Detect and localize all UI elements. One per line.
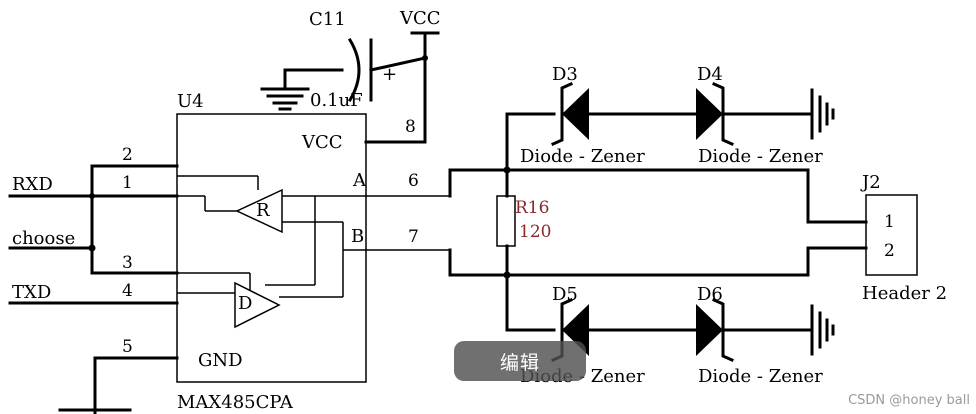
vcc-label: VCC: [399, 8, 441, 29]
pin-7: 7: [408, 227, 419, 247]
connector-name: Header 2: [862, 283, 947, 304]
ic-ref: U4: [177, 91, 204, 112]
signal-rxd: RXD: [12, 174, 53, 195]
bus-wiring: [448, 166, 868, 279]
ic-u4: U4 MAX485CPA VCC GND A B R D: [176, 91, 450, 413]
ground-symbol-bottom: [810, 304, 835, 356]
signal-txd: TXD: [12, 282, 51, 303]
diode-d4-ref: D4: [697, 64, 723, 85]
edit-button[interactable]: 编辑: [454, 341, 586, 381]
capacitor-ref: C11: [309, 9, 346, 30]
diode-d4-type: Diode - Zener: [698, 146, 823, 167]
diode-d6: D6 Diode - Zener: [696, 284, 823, 387]
pin-6: 6: [408, 171, 419, 191]
receiver-label: R: [256, 200, 270, 221]
connector-ref: J2: [860, 172, 881, 193]
connector-pin-2: 2: [884, 241, 895, 261]
connector-j2: J2 1 2 Header 2: [860, 172, 947, 304]
signal-choose: choose: [12, 228, 75, 249]
watermark-text: CSDN @honey ball: [848, 393, 970, 408]
resistor-ref: R16: [515, 198, 549, 218]
vcc-power-symbol: VCC: [364, 8, 441, 144]
diode-d3-ref: D3: [552, 64, 578, 85]
resistor-value: 120: [519, 222, 551, 242]
diode-d3: D3 Diode - Zener: [505, 64, 698, 167]
diode-d6-ref: D6: [697, 284, 723, 305]
capacitor-polarity: +: [382, 64, 397, 85]
left-wiring: RXD choose TXD 2 1 3 4 5 8 6 7: [8, 117, 419, 414]
pin-4: 4: [122, 281, 133, 301]
diode-d6-type: Diode - Zener: [698, 366, 823, 387]
capacitor-value: 0.1uF: [310, 90, 363, 111]
diode-d3-type: Diode - Zener: [520, 146, 645, 167]
capacitor-c11: C11 0.1uF +: [283, 9, 427, 111]
ic-pin-vcc: VCC: [301, 132, 343, 153]
ic-pin-b: B: [351, 226, 364, 247]
pin-5: 5: [122, 337, 133, 357]
pin-2: 2: [122, 145, 133, 165]
ground-symbol-cap: [260, 87, 310, 111]
ic-pin-gnd: GND: [198, 350, 243, 371]
pin-3: 3: [122, 253, 133, 273]
resistor-r16: R16 120: [496, 112, 551, 332]
ground-symbol-top: [810, 88, 835, 140]
connector-pin-1: 1: [884, 212, 895, 232]
driver-label: D: [238, 293, 252, 314]
pin-8: 8: [405, 117, 416, 137]
diode-d5-ref: D5: [552, 284, 578, 305]
diode-d4: D4 Diode - Zener: [696, 64, 823, 167]
ic-part: MAX485CPA: [177, 392, 294, 413]
pin-1: 1: [122, 173, 133, 193]
ic-pin-a: A: [352, 170, 367, 191]
